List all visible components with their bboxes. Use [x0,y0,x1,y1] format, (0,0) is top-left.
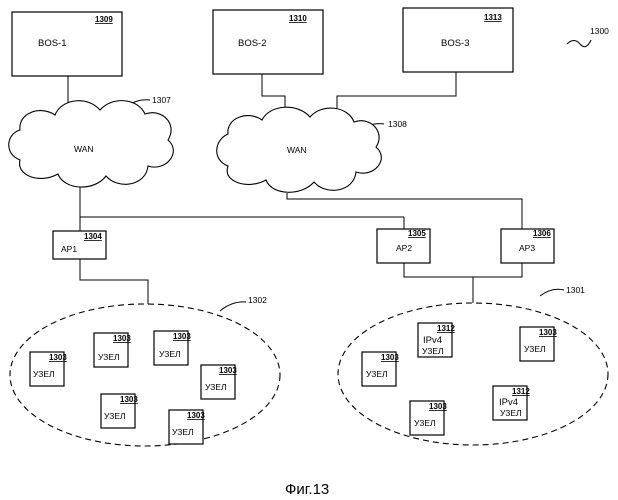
ap-ref: 1306 [533,229,551,238]
wan-cloud-1308: WAN 1308 [217,107,407,192]
access-point-ap2: 1305 AP2 [377,229,430,263]
wan-ref: 1307 [152,95,171,105]
svg-text:УЗЕЛ: УЗЕЛ [159,349,181,359]
network-ref: 1302 [248,295,267,305]
server-bos-2: 1310 BOS-2 [213,10,323,74]
svg-text:IPv4: IPv4 [423,335,442,346]
wan-cloud-1307: WAN 1307 [9,95,174,187]
ap-ref: 1304 [84,232,102,241]
node: 1303 УЗЕЛ [154,331,191,365]
svg-text:УЗЕЛ: УЗЕЛ [366,369,388,379]
node: 1303 УЗЕЛ [94,333,131,367]
svg-text:УЗЕЛ: УЗЕЛ [172,427,194,437]
svg-text:1303: 1303 [173,332,191,341]
server-label: BOS-1 [38,38,67,49]
svg-text:УЗЕЛ: УЗЕЛ [98,352,120,362]
server-bos-3: 1313 BOS-3 [403,8,513,72]
svg-text:1303: 1303 [120,395,138,404]
server-label: BOS-2 [238,38,267,49]
server-label: BOS-3 [441,38,470,49]
node-ipv4: 1312 IPv4 УЗЕЛ [493,386,530,420]
svg-text:1303: 1303 [429,402,447,411]
ap-label: AP3 [519,243,535,253]
svg-text:1312: 1312 [512,387,530,396]
node: 1303 УЗЕЛ [101,394,138,428]
svg-text:УЗЕЛ: УЗЕЛ [414,418,436,428]
node: 1303 УЗЕЛ [410,401,447,435]
wan-label: WAN [74,144,94,154]
ap-label: AP1 [61,244,77,254]
svg-text:1312: 1312 [437,324,455,333]
node: 1303 УЗЕЛ [362,352,399,386]
svg-text:1303: 1303 [381,353,399,362]
network-ref: 1301 [566,285,585,295]
svg-text:УЗЕЛ: УЗЕЛ [500,408,522,418]
svg-text:УЗЕЛ: УЗЕЛ [33,369,55,379]
wan-ref: 1308 [388,119,407,129]
node: 1303 УЗЕЛ [201,365,237,399]
node: 1303 УЗЕЛ [30,352,67,386]
svg-text:1303: 1303 [187,411,205,420]
node-ipv4: 1312 IPv4 УЗЕЛ [418,323,455,357]
svg-text:IPv4: IPv4 [499,397,518,408]
figure-ref: 1300 [590,26,609,36]
svg-text:УЗЕЛ: УЗЕЛ [422,346,444,356]
svg-text:1303: 1303 [113,334,131,343]
wan-label: WAN [287,145,307,155]
figure-caption: Фиг.13 [285,481,329,498]
ap-ref: 1305 [408,229,426,238]
access-point-ap1: 1304 AP1 [53,231,106,259]
svg-text:1303: 1303 [219,366,237,375]
access-point-ap3: 1306 AP3 [501,229,554,263]
svg-text:1303: 1303 [539,328,557,337]
ap-label: AP2 [396,243,412,253]
server-ref: 1313 [484,13,502,22]
server-bos-1: 1309 BOS-1 [12,12,122,76]
server-ref: 1309 [95,15,113,24]
svg-text:УЗЕЛ: УЗЕЛ [104,411,126,421]
node: 1303 УЗЕЛ [520,327,557,361]
server-ref: 1310 [289,14,307,23]
svg-text:УЗЕЛ: УЗЕЛ [524,344,546,354]
node: 1303 УЗЕЛ [169,410,205,444]
svg-text:УЗЕЛ: УЗЕЛ [205,382,227,392]
svg-text:1303: 1303 [49,353,67,362]
